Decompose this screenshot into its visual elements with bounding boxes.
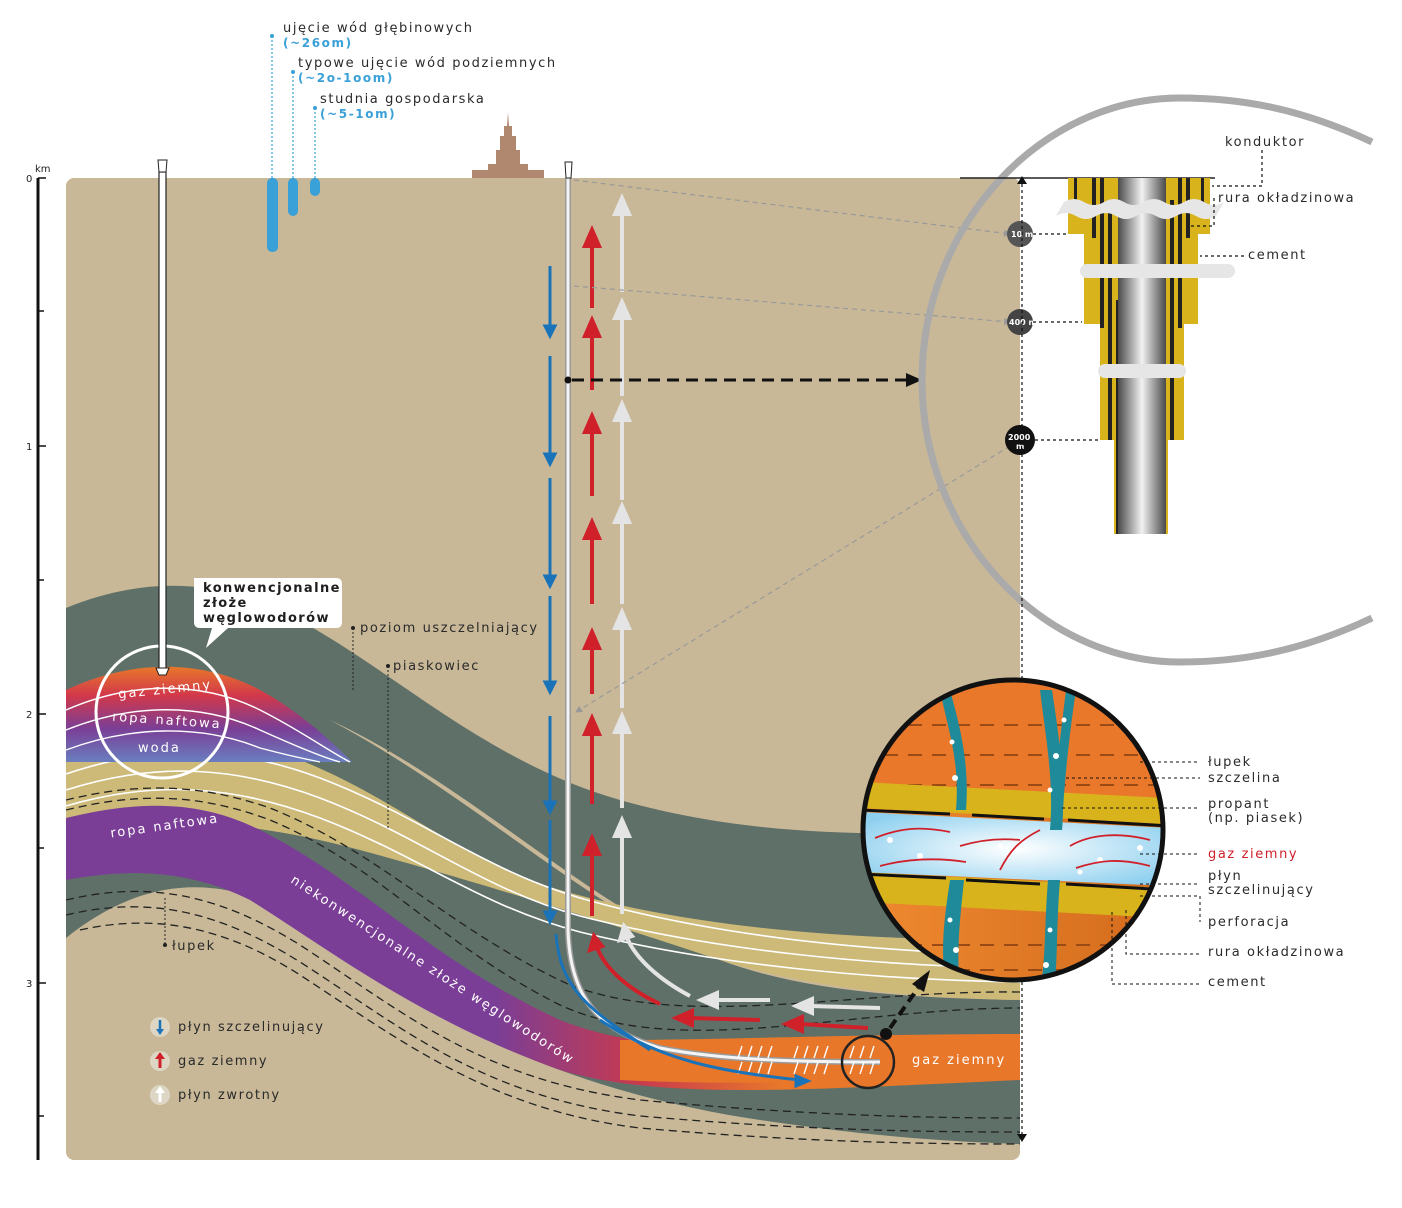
sandstone-label: piaskowiec: [393, 659, 480, 674]
svg-text:m: m: [1016, 442, 1024, 451]
horizontal-wellhead-icon: [564, 161, 573, 179]
svg-text:400 m: 400 m: [1009, 318, 1037, 327]
shale-label: łupek: [172, 939, 216, 954]
farm-well: [310, 178, 320, 196]
cross-section: gaz ziemny ropa naftowa woda konwencjona…: [65, 159, 1020, 1160]
seal-shale-layer: [66, 585, 1020, 1000]
depth-marker-2000m: 2000 m: [1005, 425, 1035, 455]
farm-well-depth: (~5-1om): [320, 107, 396, 121]
axis-unit: km: [35, 164, 51, 175]
frac-casing-label: rura okładzinowa: [1208, 945, 1345, 960]
wellhead-icon: [157, 159, 168, 173]
legend: płyn szczelinujący gaz ziemny płyn zwrot…: [150, 1017, 325, 1105]
seal-layer-label: poziom uszczelniający: [360, 621, 539, 636]
frac-cement-label: cement: [1208, 975, 1267, 990]
fracture-marks: [737, 1045, 875, 1075]
white-up-arrow-icon: [155, 1086, 165, 1093]
casing-label: rura okładzinowa: [1218, 191, 1355, 206]
red-up-arrow-icon: [155, 1052, 165, 1059]
fracture-zoom-arrow: [880, 970, 930, 1040]
frac-proppant-label: propant: [1208, 797, 1270, 812]
svg-text:2000: 2000: [1008, 433, 1031, 442]
return-fluid-flow: [611, 193, 881, 1017]
gas-flow: [581, 225, 869, 1035]
frac-gas-label: gaz ziemny: [1208, 847, 1298, 862]
groundwater-depth: (~2o-1oom): [298, 71, 394, 85]
depth-marker-10m: 10 m: [1007, 221, 1033, 247]
legend-label-return: płyn zwrotny: [178, 1088, 281, 1103]
conventional-well: [155, 159, 170, 676]
axis-tick-0: 0: [26, 174, 32, 185]
fracture-detail: łupek szczelina propant (np. piasek) gaz…: [860, 677, 1345, 990]
callout-line-3: węglowodorów: [203, 611, 330, 626]
farm-well-label: studnia gospodarska: [320, 92, 486, 107]
frac-perforation-label: perforacja: [1208, 915, 1290, 930]
callout-line-2: złoże: [203, 596, 248, 611]
frac-fracture-label: szczelina: [1208, 771, 1281, 786]
detail-pointers: [573, 179, 1012, 713]
horizontal-well: [564, 161, 896, 1090]
frac-fluid-label-2: szczelinujący: [1208, 883, 1315, 898]
water-intakes: ujęcie wód głębinowych (~26om) typowe uj…: [267, 21, 557, 252]
fracture-zoom-circle: [840, 1034, 896, 1090]
casing-pipe: [1118, 178, 1166, 534]
zoom-arrow: [564, 373, 922, 387]
legend-label-fluid: płyn szczelinujący: [178, 1020, 325, 1035]
deep-water-label: ujęcie wód głębinowych: [283, 21, 474, 36]
depth-axis: km 0 1 2 3: [26, 164, 51, 1160]
axis-tick-3: 3: [26, 979, 32, 990]
frac-fluid-flow: [542, 266, 812, 1089]
frac-fluid-label-1: płyn: [1208, 869, 1242, 884]
blue-down-arrow-icon: [156, 1029, 164, 1035]
frac-proppant-note: (np. piasek): [1208, 811, 1304, 826]
conventional-callout: konwencjonalne złoże węglowodorów: [194, 578, 342, 648]
legend-label-gas: gaz ziemny: [178, 1054, 268, 1069]
callout-line-1: konwencjonalne: [203, 581, 341, 596]
conventional-reservoir: gaz ziemny ropa naftowa woda: [65, 644, 352, 780]
depth-marker-400m: 400 m: [1007, 309, 1037, 335]
frac-shale-label: łupek: [1208, 755, 1252, 770]
city-building-icon: [472, 112, 544, 178]
groundwater-label: typowe ujęcie wód podziemnych: [298, 56, 557, 71]
conductor-label: konduktor: [1225, 135, 1305, 150]
sandstone-layer: [66, 735, 1020, 1000]
cement-label: cement: [1248, 248, 1307, 263]
gas-zone-label: gaz ziemny: [912, 1053, 1006, 1068]
axis-tick-2: 2: [26, 710, 32, 721]
gas-zone: [620, 1034, 1020, 1083]
deep-water-well: [267, 178, 278, 252]
axis-tick-1: 1: [26, 442, 32, 453]
casing-detail: 10 m 400 m 2000 m konduktor rura okładzi…: [918, 94, 1374, 1142]
deep-water-depth: (~26om): [283, 36, 353, 50]
conv-water-label: woda: [138, 741, 181, 756]
unconventional-deposit-layer: [66, 805, 1020, 1090]
